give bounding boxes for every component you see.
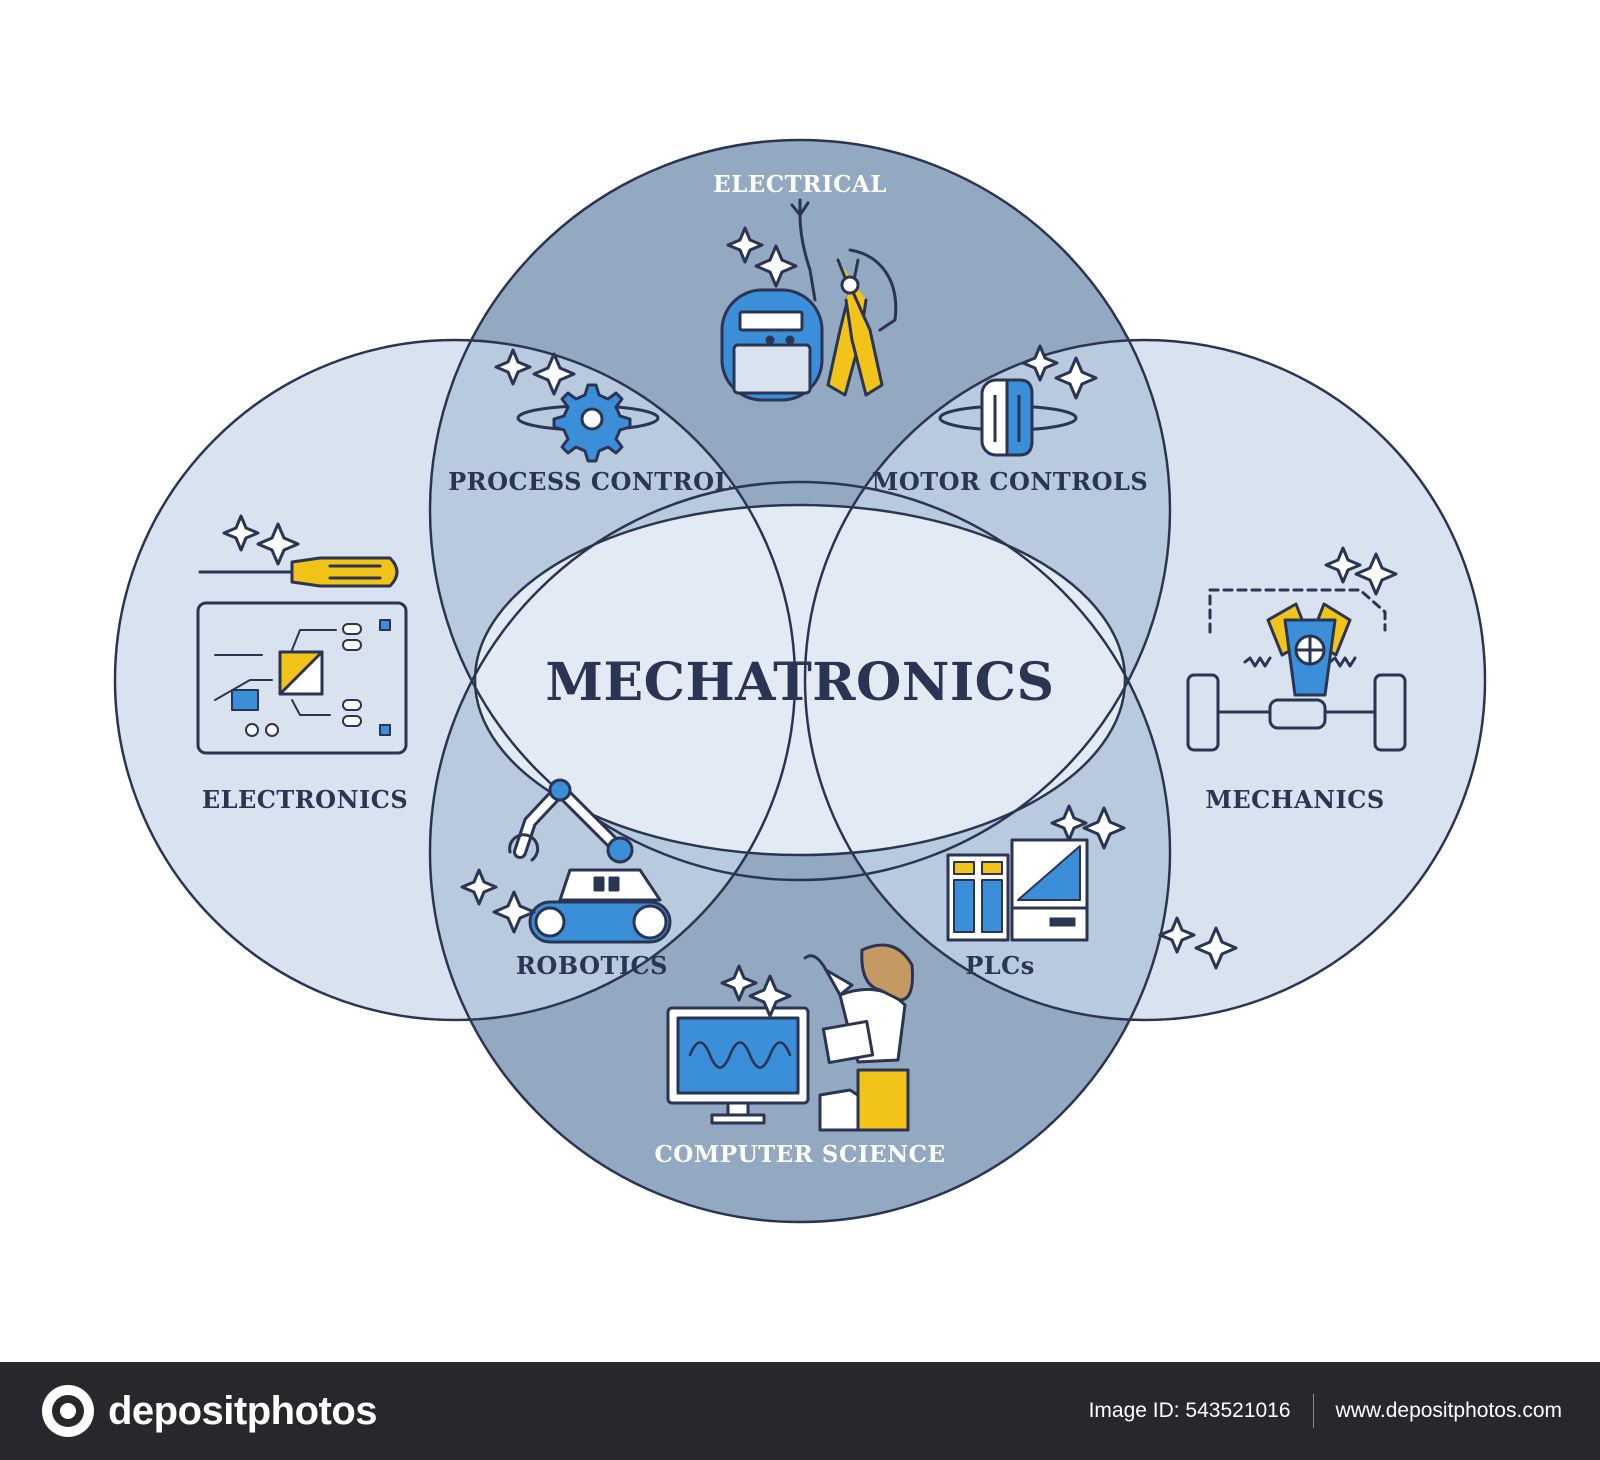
image-id: Image ID: 543521016 bbox=[1088, 1399, 1291, 1422]
center-ellipse bbox=[475, 505, 1125, 855]
label-motor-controls: MOTOR CONTROLS bbox=[872, 467, 1148, 496]
sparkle-icon bbox=[1158, 916, 1238, 970]
website-link[interactable]: www.depositphotos.com bbox=[1335, 1399, 1562, 1422]
brand-logo[interactable]: depositphotos bbox=[40, 1382, 378, 1440]
label-mechanics: MECHANICS bbox=[1205, 785, 1384, 814]
electric-meter-pliers-icon bbox=[720, 198, 898, 402]
robot-arm-icon bbox=[460, 778, 672, 944]
motor-icon bbox=[938, 344, 1098, 457]
car-chassis-icon bbox=[1186, 546, 1407, 752]
center-title: MECHATRONICS bbox=[545, 652, 1054, 713]
footer-bar: depositphotos Image ID: 543521016 www.de… bbox=[0, 1362, 1600, 1460]
footer-meta: Image ID: 543521016 www.depositphotos.co… bbox=[1089, 1362, 1562, 1460]
depositphotos-logo-icon bbox=[42, 1385, 94, 1437]
programmer-icon bbox=[666, 943, 914, 1132]
label-electronics: ELECTRONICS bbox=[202, 785, 408, 814]
label-process-control: PROCESS CONTROL bbox=[448, 467, 732, 496]
label-computer-science: COMPUTER SCIENCE bbox=[655, 1141, 946, 1168]
circuit-board-screwdriver-icon bbox=[196, 514, 408, 755]
plc-computer-icon bbox=[946, 804, 1126, 942]
brand-name: depositphotos bbox=[108, 1388, 378, 1433]
gear-icon bbox=[494, 348, 660, 463]
label-plcs: PLCs bbox=[965, 951, 1035, 980]
footer-divider bbox=[1312, 1394, 1314, 1428]
label-electrical: ELECTRICAL bbox=[713, 171, 887, 198]
venn-diagram: ELECTRICAL PROCESS CONTROL MOTOR CONTROL… bbox=[113, 138, 1487, 1224]
label-robotics: ROBOTICS bbox=[516, 951, 668, 980]
